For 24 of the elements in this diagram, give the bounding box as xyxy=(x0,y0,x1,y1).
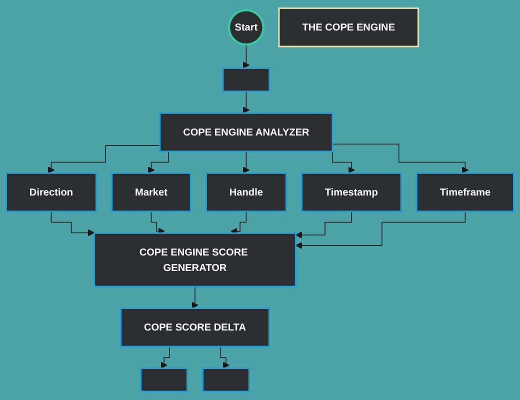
arrow xyxy=(295,211,466,249)
node-box: THE COPE ENGINE xyxy=(278,8,420,48)
node-box: Market xyxy=(111,172,192,212)
arrow xyxy=(295,211,352,239)
arrow xyxy=(242,151,250,174)
node-box: COPE ENGINE SCORE GENERATOR xyxy=(94,232,296,288)
arrow xyxy=(242,44,250,69)
node-circle: Start xyxy=(228,9,265,46)
node-box xyxy=(222,68,270,92)
node-box: Handle xyxy=(205,172,287,212)
node-box: Timeframe xyxy=(416,172,515,212)
arrow xyxy=(332,144,469,174)
arrow xyxy=(150,211,165,235)
node-box: COPE SCORE DELTA xyxy=(120,308,270,348)
arrow xyxy=(48,145,160,174)
node-box: COPE ENGINE ANALYZER xyxy=(159,112,334,152)
arrow xyxy=(230,211,247,235)
node-box: Direction xyxy=(5,172,98,212)
node-box xyxy=(140,368,188,392)
node-box: Timestamp xyxy=(300,172,402,212)
arrow xyxy=(242,91,250,114)
node-box xyxy=(202,368,250,392)
arrow xyxy=(50,211,95,236)
arrow xyxy=(192,286,198,309)
